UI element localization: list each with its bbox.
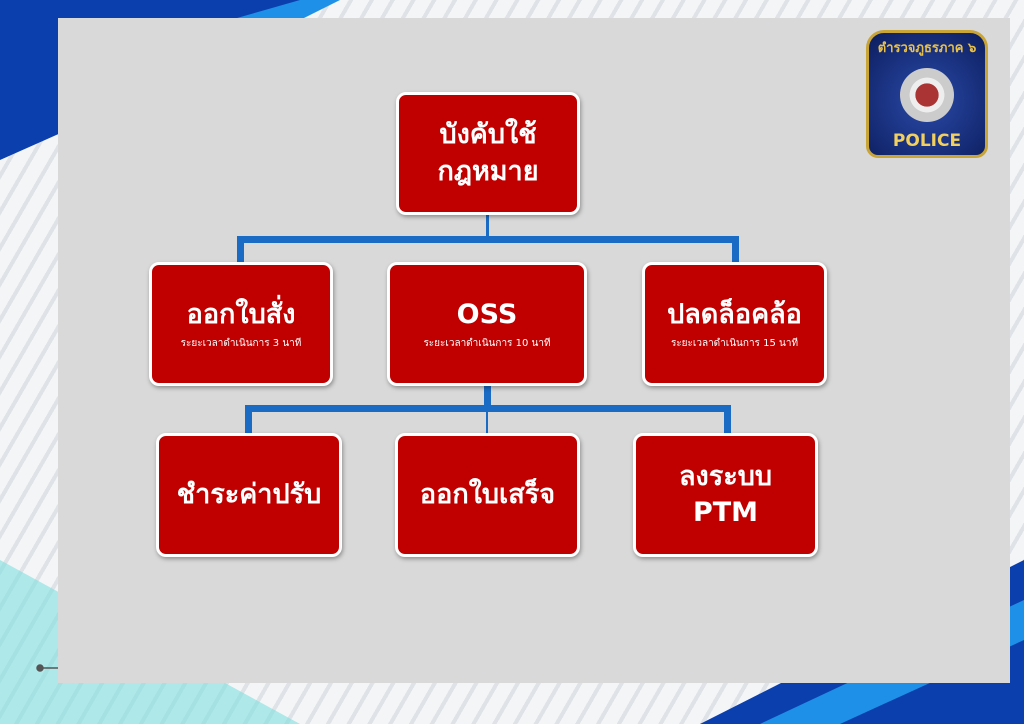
node-unlock-wheel: ปลดล็อคล้อ ระยะเวลาดำเนินการ 15 นาที xyxy=(642,262,827,386)
connector xyxy=(724,405,731,435)
badge-top-text: ตำรวจภูธรภาค ๖ xyxy=(877,41,977,56)
node-title: OSS xyxy=(456,299,518,331)
badge-emblem-icon xyxy=(900,67,954,122)
connector xyxy=(732,236,739,264)
node-law-enforcement: บังคับใช้ กฎหมาย xyxy=(396,92,580,215)
police-badge-logo: ตำรวจภูธรภาค ๖ POLICE xyxy=(866,30,988,158)
connector xyxy=(486,214,489,240)
node-issue-ticket: ออกใบสั่ง ระยะเวลาดำเนินการ 3 นาที xyxy=(149,262,333,386)
node-title: บังคับใช้ กฎหมาย xyxy=(437,119,539,187)
node-title: ออกใบเสร็จ xyxy=(419,478,556,510)
node-duration: ระยะเวลาดำเนินการ 3 นาที xyxy=(180,337,302,349)
connector xyxy=(486,410,488,435)
node-title: ลงระบบ PTM xyxy=(678,460,772,528)
connector xyxy=(237,236,244,264)
node-title: ออกใบสั่ง xyxy=(186,299,296,331)
node-duration: ระยะเวลาดำเนินการ 10 นาที xyxy=(423,337,551,349)
node-pay-fine: ชำระค่าปรับ xyxy=(156,433,342,557)
node-title: ชำระค่าปรับ xyxy=(176,478,322,510)
connector xyxy=(237,236,739,243)
badge-police-text: POLICE xyxy=(892,131,962,151)
node-oss: OSS ระยะเวลาดำเนินการ 10 นาที xyxy=(387,262,587,386)
node-issue-receipt: ออกใบเสร็จ xyxy=(395,433,580,557)
node-title: ปลดล็อคล้อ xyxy=(667,299,802,331)
connector xyxy=(245,405,731,412)
connector xyxy=(484,385,491,410)
connector xyxy=(245,405,252,435)
node-duration: ระยะเวลาดำเนินการ 15 นาที xyxy=(670,337,799,349)
node-ptm-system: ลงระบบ PTM xyxy=(633,433,818,557)
